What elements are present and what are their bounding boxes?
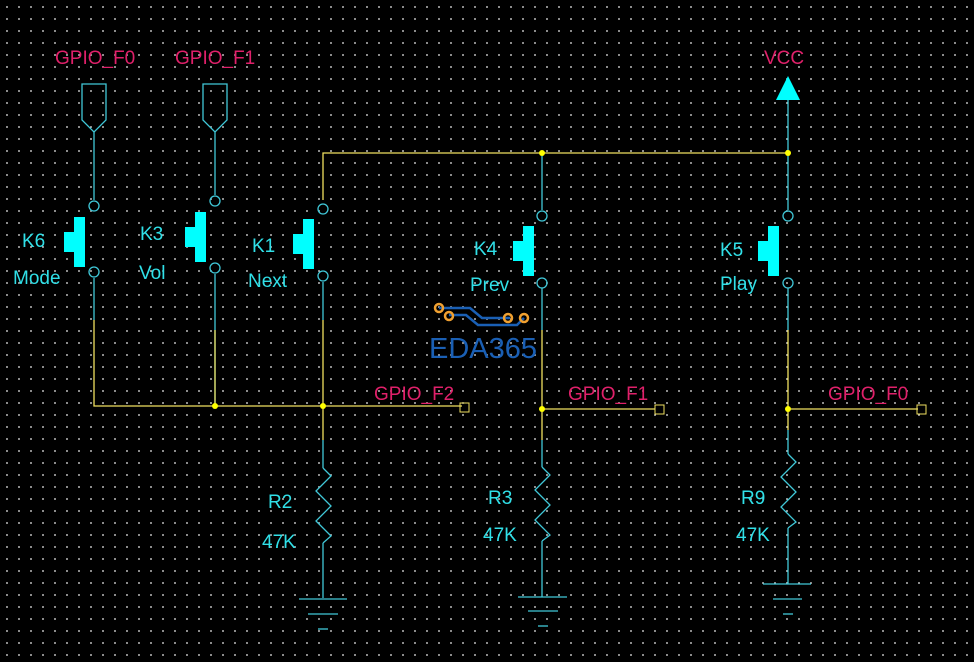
pushbutton-icon (293, 219, 314, 269)
resistor-value: 47K (262, 532, 296, 553)
resistor-ref: R9 (741, 488, 765, 509)
power-label: VCC (764, 48, 804, 69)
port-symbol-icon (202, 83, 228, 133)
resistor-value: 47K (736, 525, 770, 546)
net-terminal-icon (654, 404, 665, 415)
resistor-r2[interactable]: R2 47K (262, 467, 332, 553)
resistor-value: 47K (483, 525, 517, 546)
pushbutton-icon (185, 212, 206, 262)
ground-3 (763, 583, 811, 615)
ground-1 (299, 598, 347, 630)
port-symbol-icon (81, 83, 107, 133)
port-label: GPIO_F0 (55, 48, 135, 69)
ground-2 (518, 596, 567, 627)
net-terminal-icon (459, 402, 470, 413)
switch-ref: K3 (140, 224, 163, 245)
switch-k1[interactable]: K1 Next (248, 203, 329, 292)
ground-icon (763, 583, 811, 615)
pushbutton-icon (64, 217, 85, 267)
pushbutton-icon (513, 226, 534, 276)
wires (93, 100, 918, 598)
pushbutton-icon (758, 226, 779, 276)
resistor-ref: R2 (268, 492, 292, 513)
switch-name: Next (248, 271, 288, 292)
switch-k3[interactable]: K3 Vol (139, 195, 221, 284)
net-label-gpio-f2[interactable]: GPIO_F2 (374, 384, 470, 413)
watermark-text: EDA365 (429, 333, 537, 365)
port-label: GPIO_F1 (175, 48, 255, 69)
ground-icon (518, 596, 567, 627)
pcb-trace-logo-icon (433, 302, 530, 327)
switch-ref: K6 (22, 231, 45, 252)
switch-k5[interactable]: K5 Play (720, 210, 794, 295)
junction-dot (539, 406, 545, 412)
resistor-zigzag-icon (315, 467, 332, 544)
switch-ref: K1 (252, 236, 275, 257)
ground-icon (299, 598, 347, 630)
eda365-watermark: EDA365 (429, 302, 537, 365)
net-terminal-icon (916, 404, 927, 415)
resistor-r9[interactable]: R9 47K (736, 453, 797, 546)
resistor-zigzag-icon (534, 466, 551, 542)
junction-dot (785, 150, 791, 156)
resistor-r3[interactable]: R3 47K (483, 466, 551, 546)
port-gpio-f1-top[interactable]: GPIO_F1 (175, 48, 255, 133)
net-label-gpio-f1[interactable]: GPIO_F1 (568, 384, 665, 415)
switch-ref: K5 (720, 240, 743, 261)
power-vcc[interactable]: VCC (764, 48, 804, 100)
switch-k4[interactable]: K4 Prev (470, 210, 548, 296)
port-gpio-f0-top[interactable]: GPIO_F0 (55, 48, 135, 133)
junction-dot (320, 403, 326, 409)
net-label-text: GPIO_F1 (568, 384, 648, 405)
switch-ref: K4 (474, 239, 498, 260)
switch-name: Mode (13, 268, 61, 289)
switch-k6[interactable]: K6 Mode (13, 200, 100, 289)
switch-name: Play (720, 274, 757, 295)
power-arrow-icon (776, 76, 800, 100)
switch-name: Vol (139, 263, 165, 284)
junction-dot (539, 150, 545, 156)
net-label-gpio-f0[interactable]: GPIO_F0 (828, 384, 927, 415)
junctions (212, 150, 791, 412)
resistor-ref: R3 (488, 488, 512, 509)
resistor-zigzag-icon (780, 453, 797, 529)
junction-dot (785, 406, 791, 412)
junction-dot (212, 403, 218, 409)
switch-name: Prev (470, 275, 510, 296)
net-label-text: GPIO_F2 (374, 384, 454, 405)
net-label-text: GPIO_F0 (828, 384, 908, 405)
